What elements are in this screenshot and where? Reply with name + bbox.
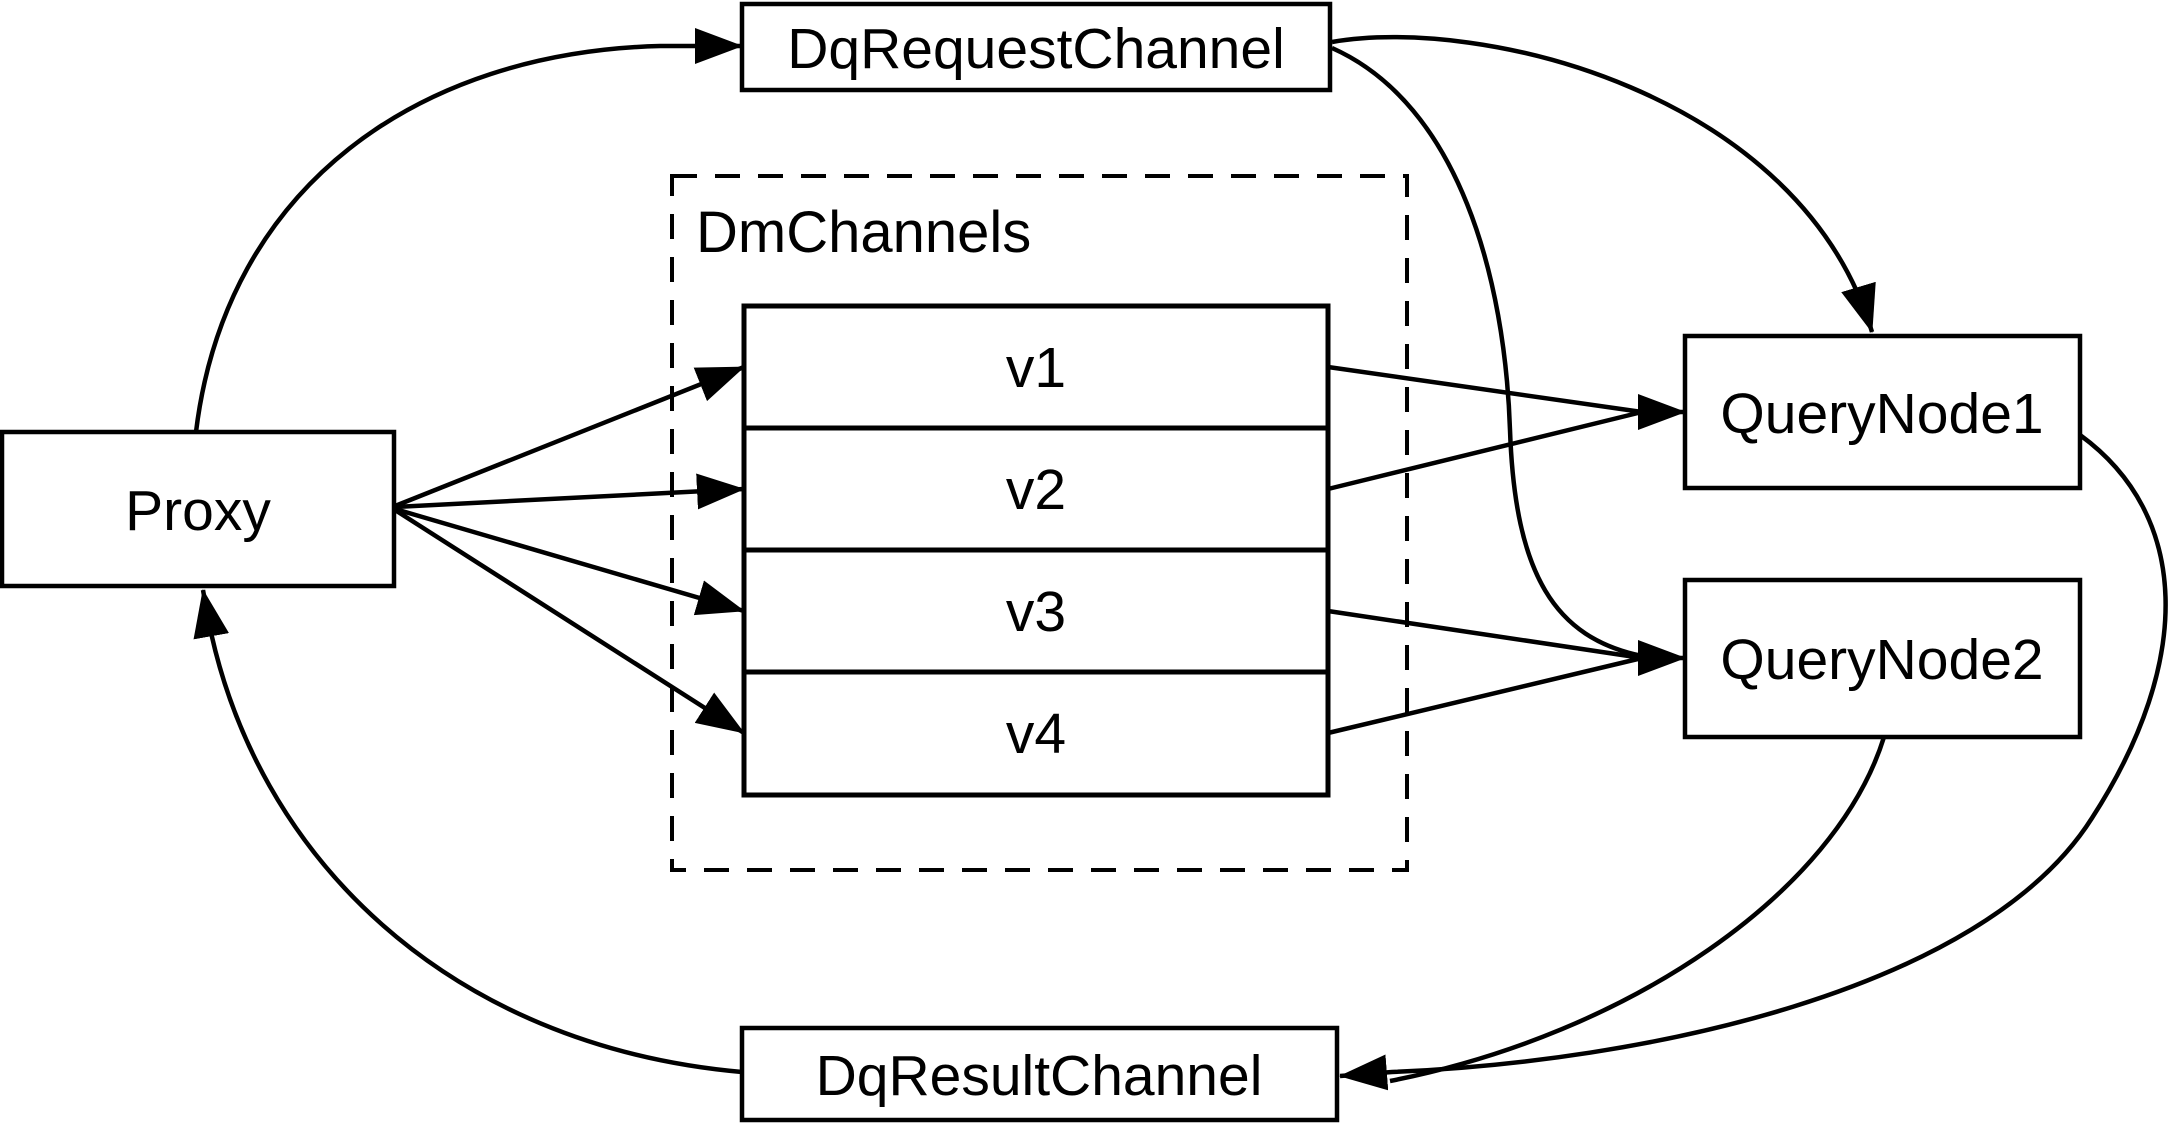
dqrequestchannel-box: [739, 1, 1333, 93]
dmchannels-label: DmChannels: [696, 200, 1031, 265]
edge-proxy-to-v4: [393, 508, 746, 735]
edge-proxy-to-v1: [394, 364, 745, 509]
dqresultchannel-label: DqResultChannel: [816, 1044, 1263, 1108]
dqresultchannel-box: [739, 1025, 1340, 1123]
dmchannels-group: DmChannels v1 v2 v3 v4: [670, 174, 1409, 872]
channel-row-v4: v4: [1006, 702, 1066, 766]
edge-v4-to-querynode2: [1327, 655, 1643, 736]
edge-querynode1-to-dqresultchannel: [1339, 433, 2168, 1091]
edge-proxy-to-v2: [394, 473, 745, 510]
querynode1-label: QueryNode1: [1720, 382, 2043, 446]
node-dqresultchannel: DqResultChannel: [739, 1025, 1340, 1123]
querynode2-box: [1682, 577, 2083, 740]
querynode1-box: [1682, 333, 2083, 491]
channel-row-v3: v3: [1006, 580, 1066, 644]
edges: [193, 28, 2168, 1091]
edge-v3-to-querynode2: [1327, 608, 1643, 661]
node-querynode1: QueryNode1: [1682, 333, 2083, 491]
edge-dqrequestchannel-to-querynode2: [1331, 45, 1643, 659]
channel-row-v1: v1: [1006, 336, 1066, 400]
querynode2-label: QueryNode2: [1720, 628, 2043, 692]
edge-proxy-to-dqrequestchannel: [193, 28, 743, 433]
channel-row-v2: v2: [1006, 458, 1066, 522]
edge-proxy-to-v3: [394, 506, 745, 616]
edge-dqresultchannel-to-proxy: [193, 589, 743, 1075]
node-proxy: Proxy: [0, 429, 397, 589]
edge-querynode2-to-dqresultchannel: [1389, 736, 1887, 1084]
proxy-label: Proxy: [125, 479, 271, 543]
edge-dqrequestchannel-to-querynode1: [1331, 34, 1876, 333]
dqrequestchannel-label: DqRequestChannel: [787, 17, 1285, 81]
edge-v2-to-querynode1: [1327, 409, 1643, 492]
edge-v1-to-querynode1: [1327, 364, 1643, 415]
node-dqrequestchannel: DqRequestChannel: [739, 1, 1333, 93]
proxy-box: [0, 429, 397, 589]
node-querynode2: QueryNode2: [1682, 577, 2083, 740]
dmchannels-container: [670, 174, 1409, 872]
